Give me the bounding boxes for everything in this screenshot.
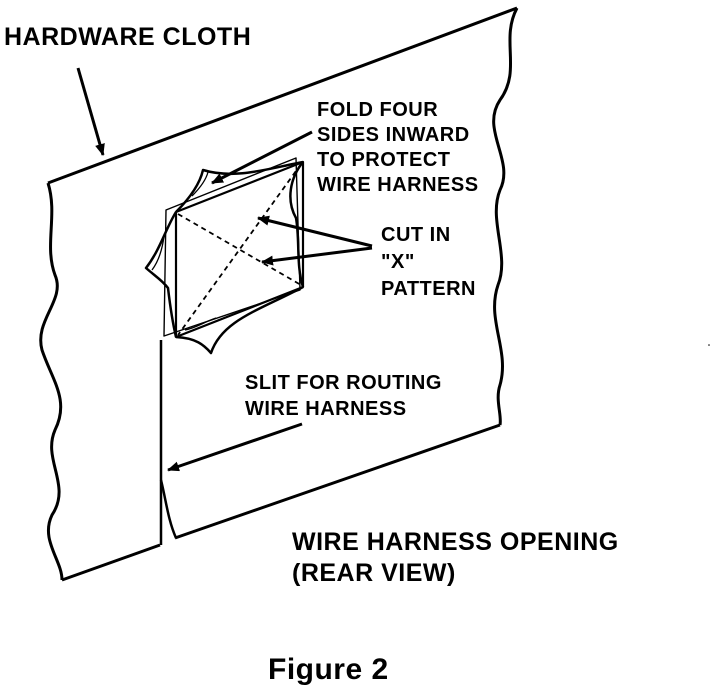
arrow-slit (167, 422, 303, 472)
sheet-top-edge (47, 6, 518, 185)
label-line: SIDES INWARD (317, 124, 470, 146)
label-line: CUT IN (381, 224, 451, 246)
leader-arrows (76, 67, 373, 472)
label-line: "X" (381, 251, 415, 273)
flap-top (175, 160, 304, 213)
figure-caption: Figure 2 (268, 653, 389, 686)
label-line: SLIT FOR ROUTING (245, 372, 442, 394)
x-cut-pattern (177, 163, 302, 336)
label-line: PATTERN (381, 278, 476, 300)
opening (144, 157, 305, 355)
slit-flap (159, 479, 178, 539)
opening-square-inner (163, 157, 301, 337)
flap-left (144, 211, 178, 338)
arrow-cut-2 (261, 246, 373, 266)
label-line: TO PROTECT (317, 149, 451, 171)
hardware-cloth-sheet (39, 6, 519, 582)
title-line: (REAR VIEW) (292, 559, 456, 587)
label-line: WIRE HARNESS (317, 174, 479, 196)
sheet-right-edge (492, 7, 519, 426)
label-line: WIRE HARNESS (245, 398, 407, 420)
label-slit-routing: SLIT FOR ROUTING WIRE HARNESS (245, 370, 442, 422)
arrow-hardware-cloth (76, 67, 105, 156)
arrow-cut-1 (257, 215, 373, 248)
flap-bottom (175, 285, 304, 355)
title-line: WIRE HARNESS OPENING (292, 528, 619, 556)
sheet-left-edge (39, 182, 64, 581)
label-fold-four-sides: FOLD FOUR SIDES INWARD TO PROTECT WIRE H… (317, 98, 479, 198)
flap-right (289, 161, 305, 288)
label-line: FOLD FOUR (317, 99, 439, 121)
diagram-title: WIRE HARNESS OPENING (REAR VIEW) (292, 527, 619, 589)
arrow-fold (211, 130, 313, 185)
sheet-bottom-edge (61, 423, 501, 582)
slit (159, 340, 178, 545)
stray-dot (708, 344, 710, 346)
label-cut-x-pattern: CUT IN "X" PATTERN (381, 222, 476, 303)
label-hardware-cloth: HARDWARE CLOTH (4, 23, 252, 51)
